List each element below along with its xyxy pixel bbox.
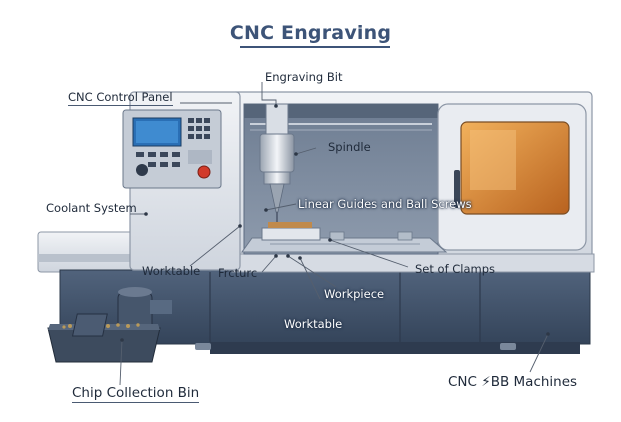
- label-fixture: Frcturc: [218, 266, 258, 280]
- page-title: CNC Engraving: [229, 22, 392, 44]
- brand-label: CNC ⚡BB Machines: [448, 374, 578, 390]
- label-linear-guides: Linear Guides and Ball Screws: [298, 197, 472, 211]
- title-underline: [240, 46, 390, 48]
- spindle-assembly: [259, 103, 295, 222]
- control-panel-unit: [122, 91, 241, 271]
- leader-lines: [119, 82, 549, 386]
- label-spindle: Spindle: [328, 140, 371, 154]
- label-worktable-left: Worktable: [142, 264, 201, 278]
- label-worktable-bottom: Worktable: [284, 317, 343, 331]
- label-cnc-control-panel: CNC Control Panel: [68, 90, 173, 106]
- left-table-extension: [37, 231, 139, 273]
- label-engraving-bit: Engraving Bit: [265, 70, 343, 84]
- label-chip-collection-bin: Chip Collection Bin: [72, 385, 200, 403]
- chip-bin-assembly: [47, 287, 172, 363]
- leader-dots: [120, 104, 550, 342]
- label-workpiece: Workpiece: [324, 287, 385, 301]
- label-coolant-system: Coolant System: [46, 201, 137, 215]
- label-set-of-clamps: Set of Clamps: [415, 262, 496, 276]
